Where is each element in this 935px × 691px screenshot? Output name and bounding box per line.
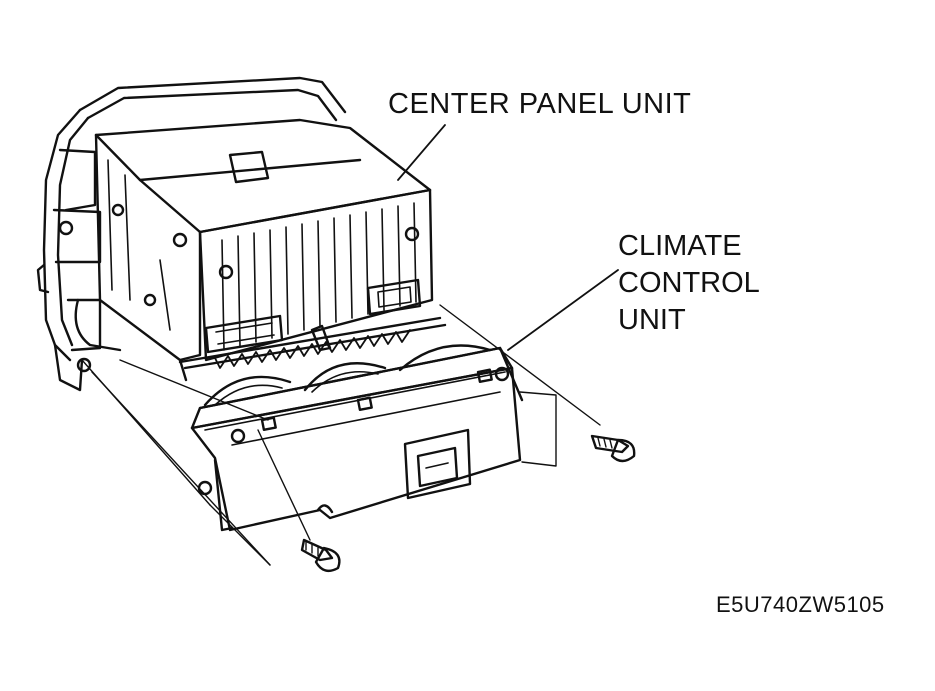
leader-climate-control (507, 269, 619, 351)
center-bezel-frame (36, 76, 347, 392)
figure-code: E5U740ZW5105 (716, 592, 885, 617)
center-panel-unit-body (94, 118, 447, 382)
climate-label-line-1: CLIMATE (618, 230, 742, 262)
leader-lines (397, 124, 619, 351)
climate-control-unit-label: CLIMATE CONTROL UNIT (618, 228, 760, 339)
climate-label-line-3: UNIT (618, 304, 686, 336)
climate-control-unit-body (190, 346, 524, 532)
screw-right (590, 434, 636, 463)
climate-knob-housings (203, 344, 492, 407)
installation-guide-lines (81, 304, 601, 566)
leader-center-panel (397, 124, 446, 181)
climate-label-line-2: CONTROL (618, 267, 760, 299)
screw-left (300, 538, 341, 573)
center-panel-unit-label: CENTER PANEL UNIT (388, 88, 692, 120)
